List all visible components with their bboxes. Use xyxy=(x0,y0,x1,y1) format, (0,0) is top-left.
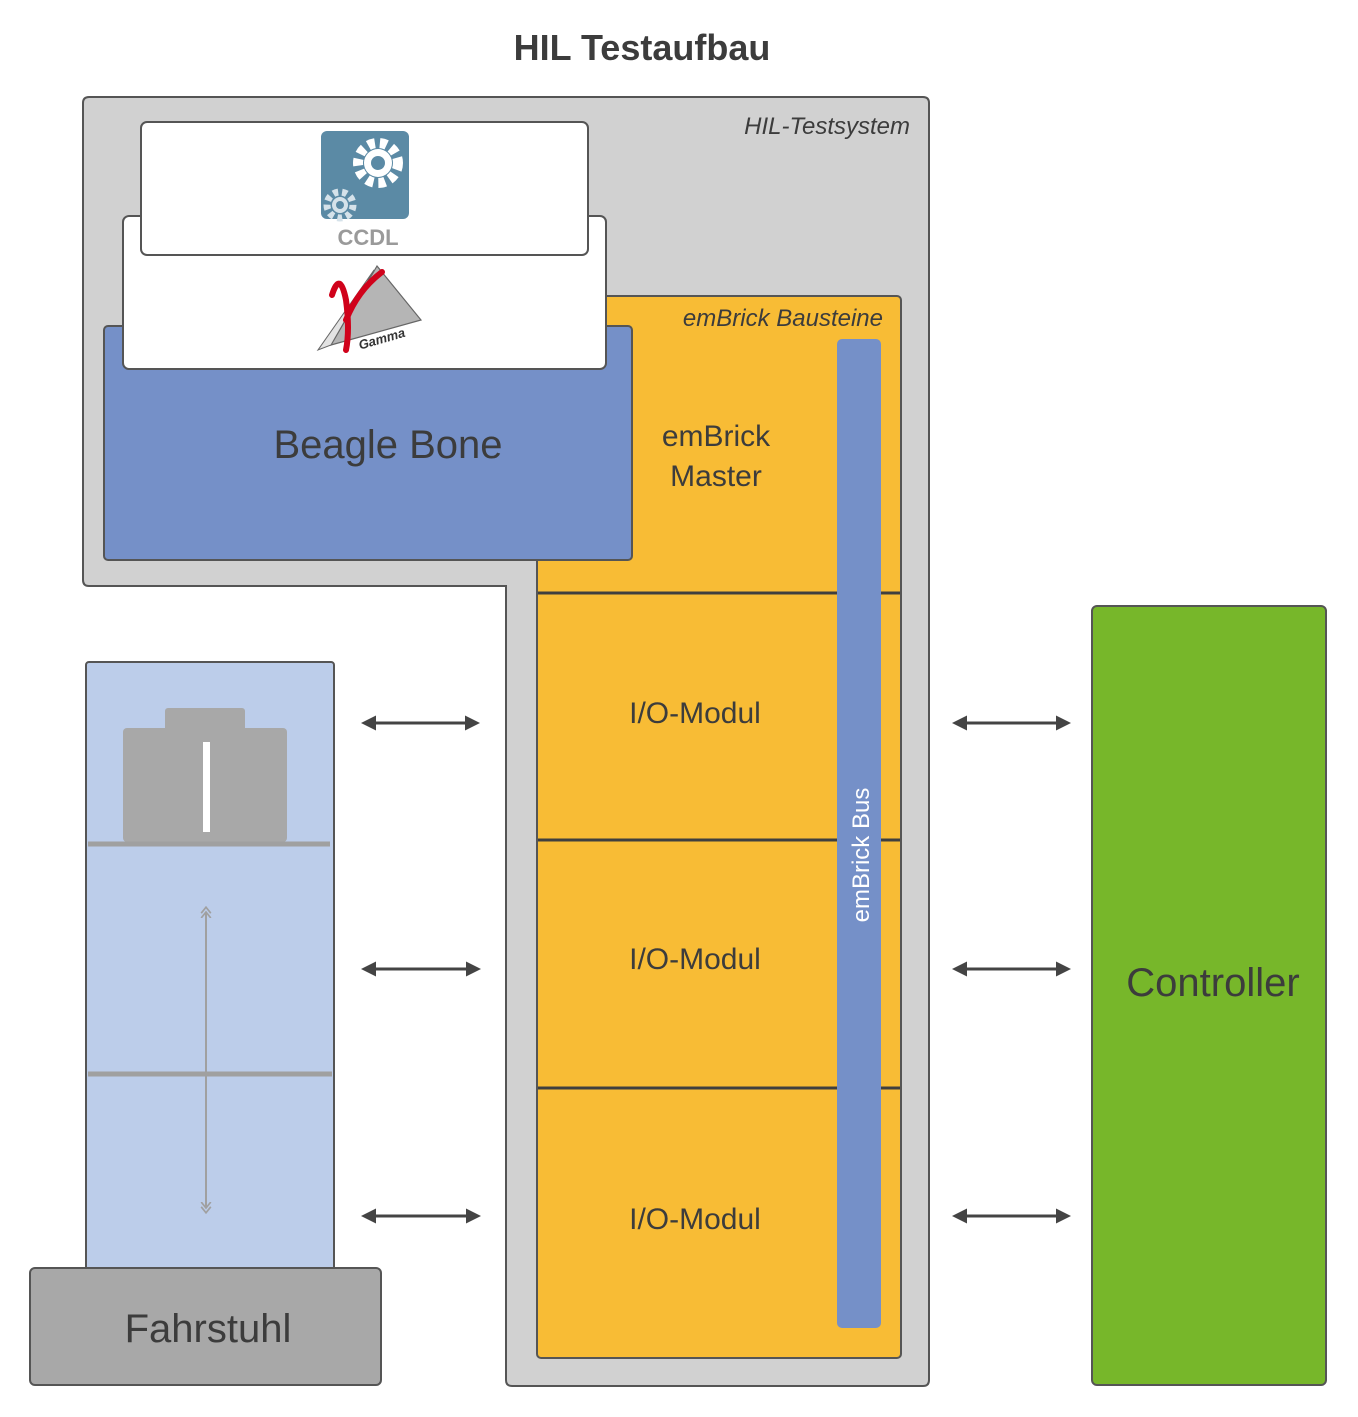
fahrstuhl-label: Fahrstuhl xyxy=(125,1307,292,1351)
io-module-1-label: I/O-Modul xyxy=(629,697,761,730)
embrick-bausteine-label: emBrick Bausteine xyxy=(683,305,883,332)
gamma-logo: Gamma xyxy=(316,264,423,353)
ccdl-label: CCDL xyxy=(337,225,398,250)
embrick-master-label-line1: emBrick xyxy=(662,420,771,453)
controller-label: Controller xyxy=(1126,961,1299,1005)
io-module-2-label: I/O-Modul xyxy=(629,943,761,976)
beagle-bone-label: Beagle Bone xyxy=(273,423,502,467)
embrick-bus xyxy=(837,339,881,1328)
diagram-title: HIL Testaufbau xyxy=(514,27,771,68)
embrick-bausteine-area xyxy=(536,295,902,1359)
hil-testsystem-label: HIL-Testsystem xyxy=(744,113,910,140)
controller-box xyxy=(1091,605,1327,1386)
embrick-bus-label: emBrick Bus xyxy=(848,788,875,923)
ccdl-logo xyxy=(321,131,409,222)
io-module-3-label: I/O-Modul xyxy=(629,1203,761,1236)
fahrstuhl-base xyxy=(29,1267,382,1386)
elevator-cabin-icon xyxy=(123,708,287,842)
embrick-master-label-line2: Master xyxy=(670,460,762,493)
